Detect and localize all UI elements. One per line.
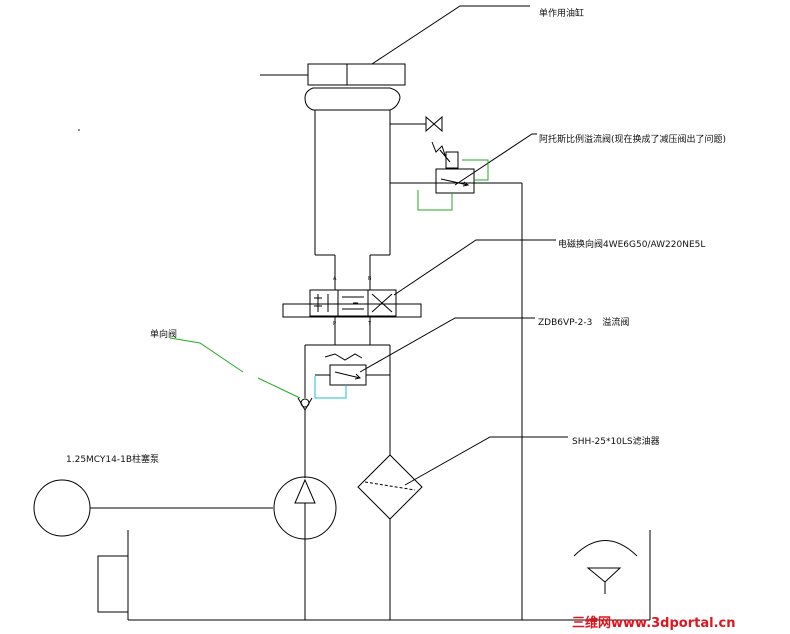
needle-valve-symbol (390, 115, 443, 133)
watermark-text: 三维网www.3dportal.cn (572, 616, 736, 631)
leader-solenoid-valve (393, 239, 556, 296)
check-valve-symbol (297, 397, 313, 478)
filter-symbol (357, 454, 423, 620)
proportional-relief-valve-symbol (431, 141, 475, 194)
port-a-label: A (333, 276, 337, 282)
leader-cylinder (371, 5, 530, 65)
gauge-symbol (573, 530, 651, 620)
relief-valve-type: 溢流阀 (602, 318, 630, 328)
relief-valve-symbol (315, 353, 390, 386)
pump-symbol (273, 476, 337, 620)
solenoid-valve-label: 电磁换向阀4WE6G50/AW220NE5L (558, 240, 706, 250)
cylinder-label: 单作用油缸 (539, 9, 585, 19)
proportional-relief-valve-label: 阿托斯比例溢流阀(现在换成了减压阀出了问题) (539, 135, 727, 145)
leader-filter (404, 436, 568, 486)
leader-check-valve (169, 337, 244, 373)
leader-relief-valve (359, 317, 535, 373)
filter-label: SHH-25*10LS滤油器 (572, 437, 660, 447)
pilot-line-cyan (314, 376, 347, 399)
motor-symbol (33, 479, 91, 537)
port-p-label: P (333, 321, 337, 327)
pilot-line-green-lower (417, 190, 453, 211)
port-t-label: T (368, 321, 372, 327)
pilot-line-green (462, 159, 489, 181)
leader-proportional-relief (454, 133, 537, 186)
pump-label: 1.25MCY14-1B柱塞泵 (66, 455, 160, 465)
relief-valve-label: ZDB6VP-2-3 溢流阀 (538, 318, 629, 328)
port-b-label: B (368, 276, 372, 282)
cylinder-symbol (260, 63, 406, 256)
relief-valve-model: ZDB6VP-2-3 (538, 318, 593, 328)
check-valve-label: 单向阀 (150, 330, 178, 340)
tank-symbol (97, 530, 650, 621)
solenoid-directional-valve-symbol (282, 289, 422, 318)
